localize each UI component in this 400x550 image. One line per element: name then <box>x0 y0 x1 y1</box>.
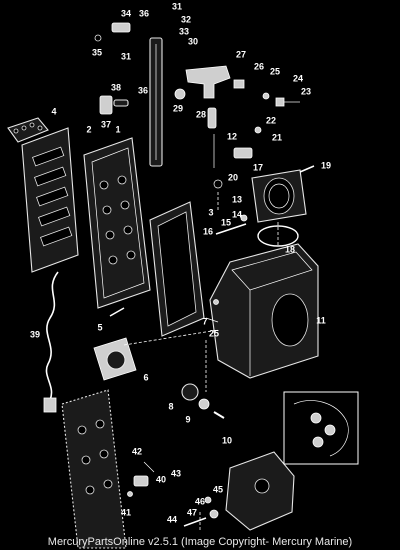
part-7-screw <box>205 299 219 323</box>
callout-1: 1 <box>115 124 120 134</box>
part-39-wiring-harness <box>45 271 59 401</box>
part-40-fitting <box>127 461 155 497</box>
callout-31: 31 <box>172 1 182 11</box>
callout-35: 35 <box>92 47 102 57</box>
part-34-fitting <box>94 22 131 42</box>
part-8-bushing <box>181 383 225 419</box>
part-37-injector <box>99 95 129 115</box>
callout-36: 36 <box>139 8 149 18</box>
part-lower-cover-plate <box>61 389 127 549</box>
callout-25: 25 <box>270 66 280 76</box>
copyright-footer: MercuryPartsOnline v2.5.1 (Image Copyrig… <box>47 536 353 548</box>
part-lower-bracket <box>225 451 295 531</box>
callout-43: 43 <box>171 468 181 478</box>
part-17-throttle-body <box>251 169 307 223</box>
part-11-housing <box>209 243 319 379</box>
callout-37: 37 <box>101 119 111 129</box>
part-28-sensor <box>174 88 217 129</box>
callout-4: 4 <box>51 106 56 116</box>
callout-42: 42 <box>132 446 142 456</box>
assembly-lines <box>123 192 279 532</box>
callout-36-lower: 36 <box>138 85 148 95</box>
part-4-valve-block <box>7 117 49 143</box>
part-27-bracket <box>185 65 231 99</box>
callout-33: 33 <box>179 26 189 36</box>
callout-31-lower: 31 <box>121 51 131 61</box>
callout-17: 17 <box>253 162 263 172</box>
part-24-bolt <box>233 79 300 107</box>
callout-47: 47 <box>187 507 197 517</box>
part-1-cover-plate <box>83 137 151 309</box>
callout-15: 15 <box>221 217 231 227</box>
callout-13: 13 <box>232 194 242 204</box>
part-16-fastener <box>215 214 248 235</box>
callout-11: 11 <box>316 315 326 325</box>
part-2-gasket <box>21 127 79 273</box>
callout-28: 28 <box>196 109 206 119</box>
callout-44: 44 <box>167 514 177 524</box>
callout-32: 32 <box>181 14 191 24</box>
callout-6: 6 <box>143 372 148 382</box>
callout-21: 21 <box>272 132 282 142</box>
callout-12: 12 <box>227 131 237 141</box>
callout-40: 40 <box>156 474 166 484</box>
callouts: 1 2 3 4 5 6 7 8 9 10 11 12 13 14 15 16 1… <box>30 1 331 524</box>
callout-25-lower: 25 <box>209 328 219 338</box>
callout-22: 22 <box>266 115 276 125</box>
part-12-sensor-assembly <box>213 126 262 189</box>
callout-19: 19 <box>321 160 331 170</box>
callout-46: 46 <box>195 496 205 506</box>
callout-30: 30 <box>188 36 198 46</box>
callout-38: 38 <box>111 82 121 92</box>
callout-16: 16 <box>203 226 213 236</box>
callout-7: 7 <box>202 316 207 326</box>
part-6-actuator <box>93 337 137 381</box>
callout-27: 27 <box>236 49 246 59</box>
callout-45: 45 <box>213 484 223 494</box>
callout-29: 29 <box>173 103 183 113</box>
callout-10: 10 <box>222 435 232 445</box>
callout-24: 24 <box>293 73 303 83</box>
part-19-bolt <box>299 165 315 173</box>
callout-26: 26 <box>254 61 264 71</box>
part-3-gasket <box>149 201 205 337</box>
callout-2: 2 <box>86 124 91 134</box>
part-5-bolt <box>109 307 125 317</box>
callout-3: 3 <box>208 207 213 217</box>
callout-14: 14 <box>232 209 242 219</box>
callout-5: 5 <box>97 322 102 332</box>
callout-20: 20 <box>228 172 238 182</box>
part-44-fastener <box>183 496 219 527</box>
callout-9: 9 <box>185 414 190 424</box>
callout-39: 39 <box>30 329 40 339</box>
callout-34: 34 <box>121 8 131 18</box>
part-18-o-ring <box>257 225 299 247</box>
callout-23: 23 <box>301 86 311 96</box>
callout-18: 18 <box>285 244 295 254</box>
part-30-rail <box>149 37 163 167</box>
callout-41: 41 <box>121 507 131 517</box>
callout-8: 8 <box>168 401 173 411</box>
part-39-connector <box>43 397 57 413</box>
inset-detail-box <box>283 391 359 465</box>
